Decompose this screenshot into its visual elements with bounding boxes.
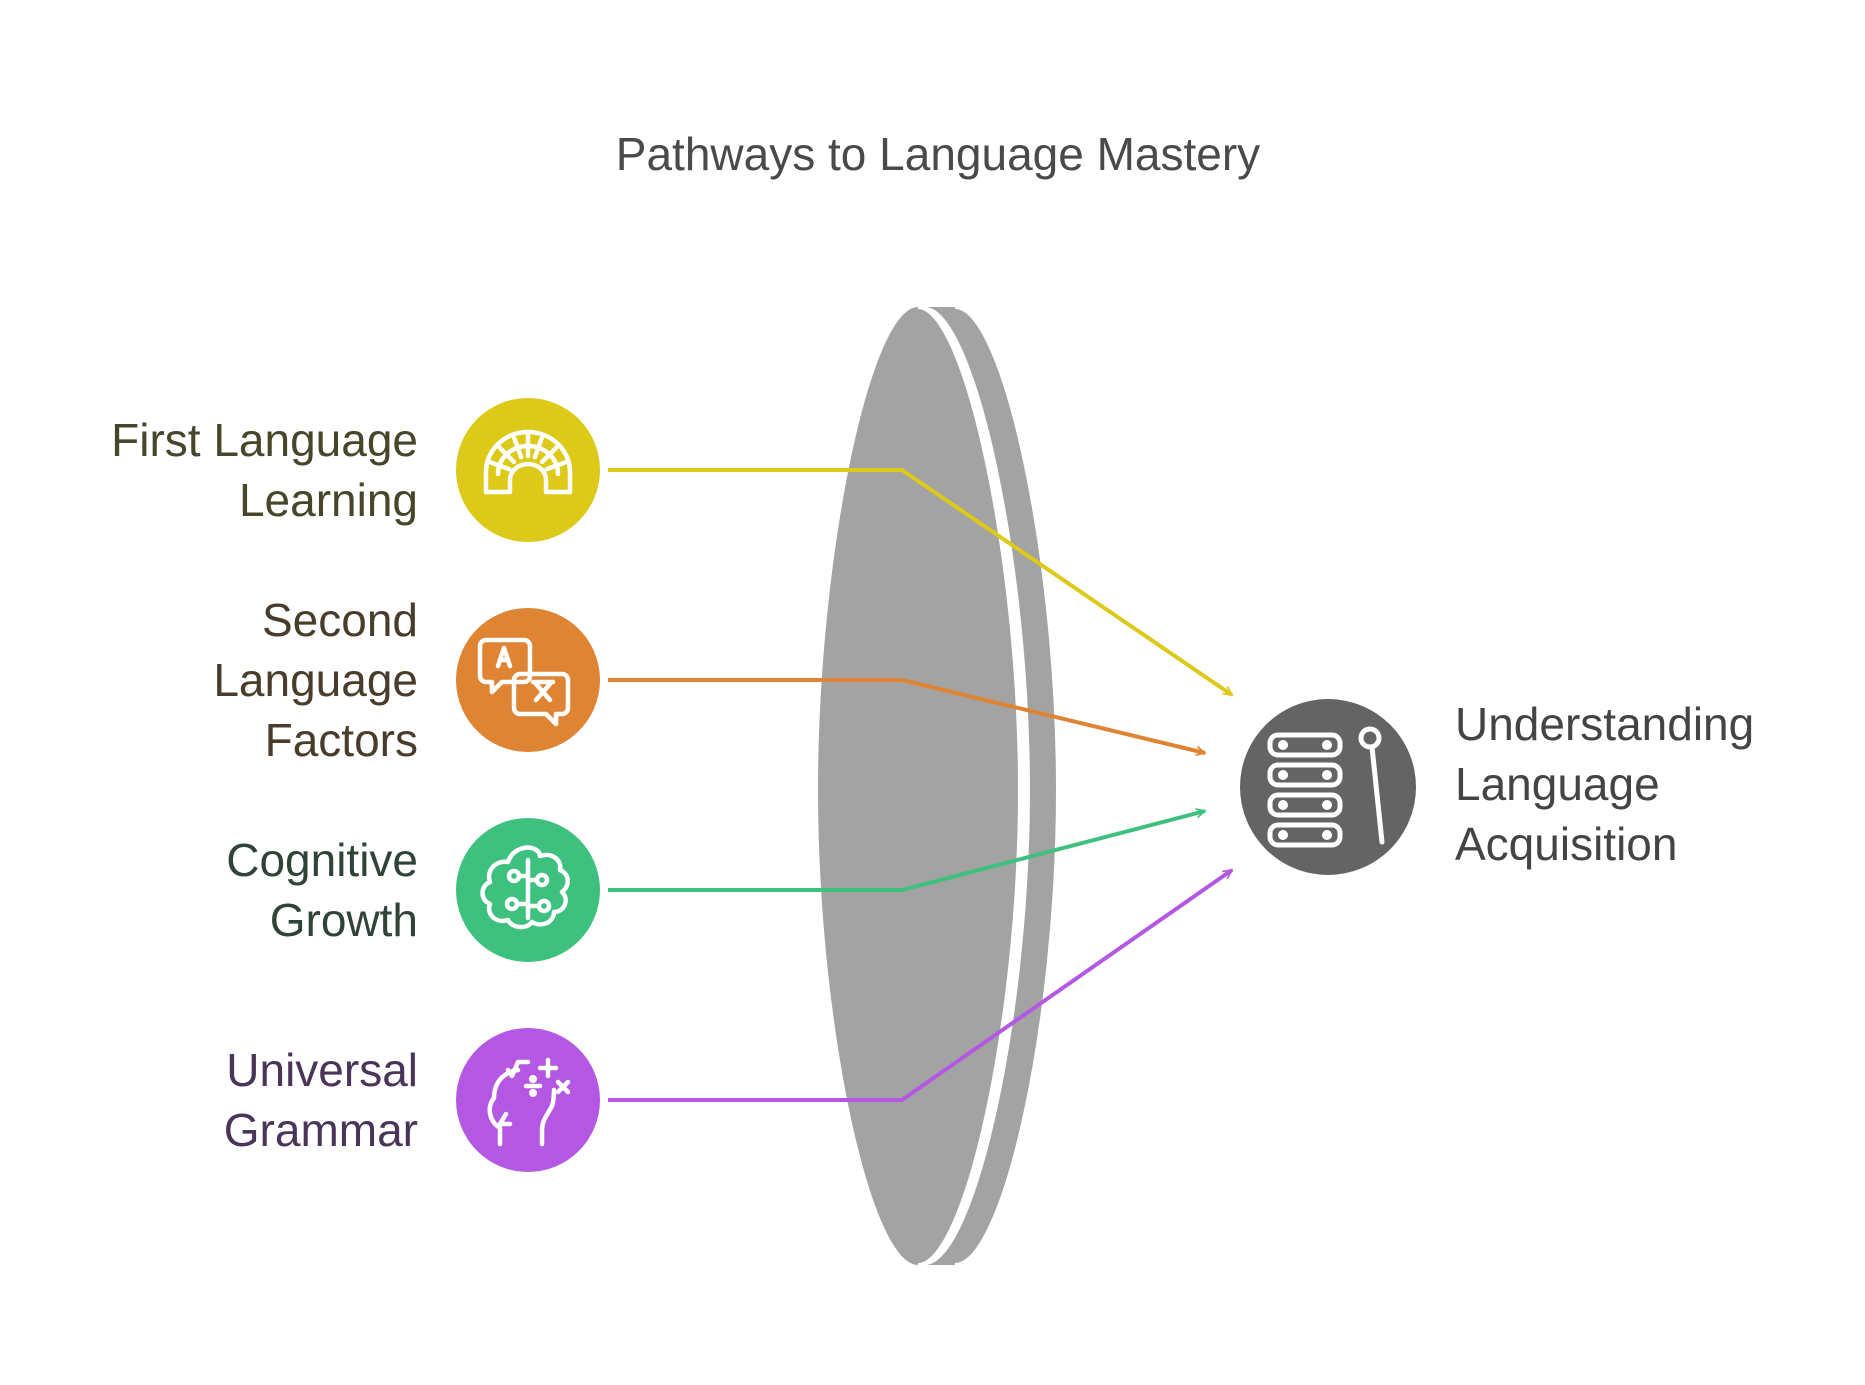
connector-arrow	[608, 811, 1205, 892]
input-label-line: Learning	[239, 474, 418, 526]
xylophone-icon	[1267, 726, 1385, 848]
input-label-line: First Language	[111, 414, 418, 466]
output-node: Understanding Language Acquisition	[1240, 698, 1767, 875]
output-label-line: Language	[1455, 758, 1660, 810]
connector-arrow	[608, 868, 1232, 1102]
brain-icon	[480, 845, 570, 930]
lens-disc	[818, 305, 1061, 1267]
input-node-circle	[456, 398, 600, 542]
output-label-line: Acquisition	[1455, 818, 1677, 870]
output-label: Understanding Language Acquisition	[1455, 698, 1767, 870]
translate-icon	[477, 637, 571, 727]
input-label-line: Factors	[265, 714, 418, 766]
input-label-line: Universal	[226, 1044, 418, 1096]
input-label-line: Grammar	[224, 1104, 418, 1156]
connector-arrow	[608, 468, 1232, 697]
input-label-line: Growth	[270, 894, 418, 946]
head-math-icon	[487, 1057, 571, 1147]
diagram-title: Pathways to Language Mastery	[616, 128, 1260, 180]
input-label-line: Language	[213, 654, 418, 706]
input-label-line: Cognitive	[226, 834, 418, 886]
input-node-circle	[456, 1028, 600, 1172]
input-label-line: Second	[262, 594, 418, 646]
output-label-line: Understanding	[1455, 698, 1754, 750]
connector-arrow	[608, 678, 1205, 753]
arch-bridge-icon	[483, 429, 573, 495]
